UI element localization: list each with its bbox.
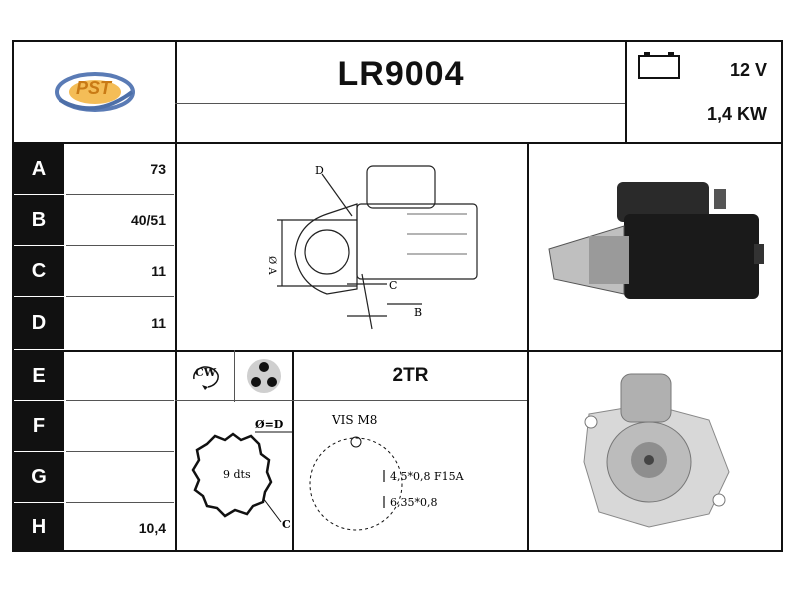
photo-side-view-cell [529, 144, 781, 350]
drawing-label-d: D [315, 164, 324, 177]
dim-row-divider [14, 350, 175, 352]
battery-icon [638, 52, 680, 79]
technical-drawing-cell: D C B Ø A [177, 144, 527, 350]
fixing-spec-1: 4,5*0,8 F15A [390, 470, 465, 483]
dim-row-divider [66, 296, 174, 297]
dim-value-h: 10,4 [138, 519, 166, 536]
fixing-title: VIS M8 [331, 413, 377, 427]
pinion-teeth: 9 dts [223, 468, 251, 481]
drawing-label-c: C [389, 279, 397, 292]
drawing-label-b: B [414, 306, 422, 319]
divider-cw [234, 350, 235, 402]
photo-front-view-cell [529, 352, 781, 552]
logo-text: PST [76, 78, 112, 98]
dim-label-e: E [14, 352, 64, 400]
dim-value-b: 40/51 [130, 212, 166, 228]
pst-logo [54, 72, 135, 112]
dim-value-f [66, 401, 174, 451]
datasheet: PST LR9004 12 V 1,4 KW A 73 B 40/51 C 11… [12, 40, 783, 552]
voltage: 12 V [729, 60, 767, 80]
dim-row-divider [66, 245, 174, 246]
dim-row-divider [66, 194, 174, 195]
starter-front-photo [583, 373, 730, 528]
fixing-drawing: VIS M8 4,5*0,8 F15A 6,35*0,8 [309, 413, 465, 531]
rotation-label: CW [195, 366, 217, 379]
fixing-cell: VIS M8 4,5*0,8 F15A 6,35*0,8 [294, 402, 527, 552]
dim-row-divider [66, 400, 174, 401]
dim-value-e [66, 352, 174, 400]
rotation-cell: CW [177, 352, 234, 400]
part-number: LR9004 [337, 55, 465, 93]
dim-value-a: 73 [150, 161, 166, 177]
divider-header-right [625, 42, 627, 142]
dim-value-d: 11 [151, 315, 166, 331]
divider-middle [175, 350, 781, 352]
starter-line-drawing: D C B Ø A [266, 164, 478, 330]
dim-label-h: H [14, 503, 64, 552]
electrical-cell: 12 V 1,4 KW [627, 42, 781, 142]
dim-label-g: G [14, 452, 64, 502]
dim-label-b: B [14, 195, 64, 245]
logo-cell: PST [14, 42, 175, 142]
dim-label-a: A [14, 144, 64, 194]
divider-pinion [292, 350, 294, 552]
flange-icon-cell [235, 352, 292, 400]
divider-left [175, 42, 177, 552]
power: 1,4 KW [706, 104, 767, 124]
divider-lower [175, 400, 527, 401]
fixing-spec-2: 6,35*0,8 [390, 496, 438, 509]
dim-value-g [66, 452, 174, 502]
dim-label-d: D [14, 297, 64, 349]
divider-photos [527, 142, 529, 552]
divider-header [14, 142, 781, 144]
flange-type: 2TR [392, 365, 429, 386]
pinion-label-d: Ø=D [255, 418, 284, 431]
dim-label-f: F [14, 401, 64, 451]
dim-row-divider [66, 451, 174, 452]
drawing-label-a: Ø A [266, 256, 277, 275]
pinion-drawing: Ø=D 9 dts C [191, 418, 295, 531]
flange-bolt-icon [246, 359, 281, 393]
dim-value-c: 11 [151, 263, 166, 279]
pinion-label-c: C [282, 518, 291, 531]
pinion-cell: Ø=D 9 dts C [177, 402, 295, 552]
dim-row-divider [66, 502, 174, 503]
dim-label-c: C [14, 246, 64, 296]
starter-side-photo [548, 182, 764, 299]
rotation-cw-icon [192, 366, 219, 390]
divider-title [175, 103, 625, 104]
